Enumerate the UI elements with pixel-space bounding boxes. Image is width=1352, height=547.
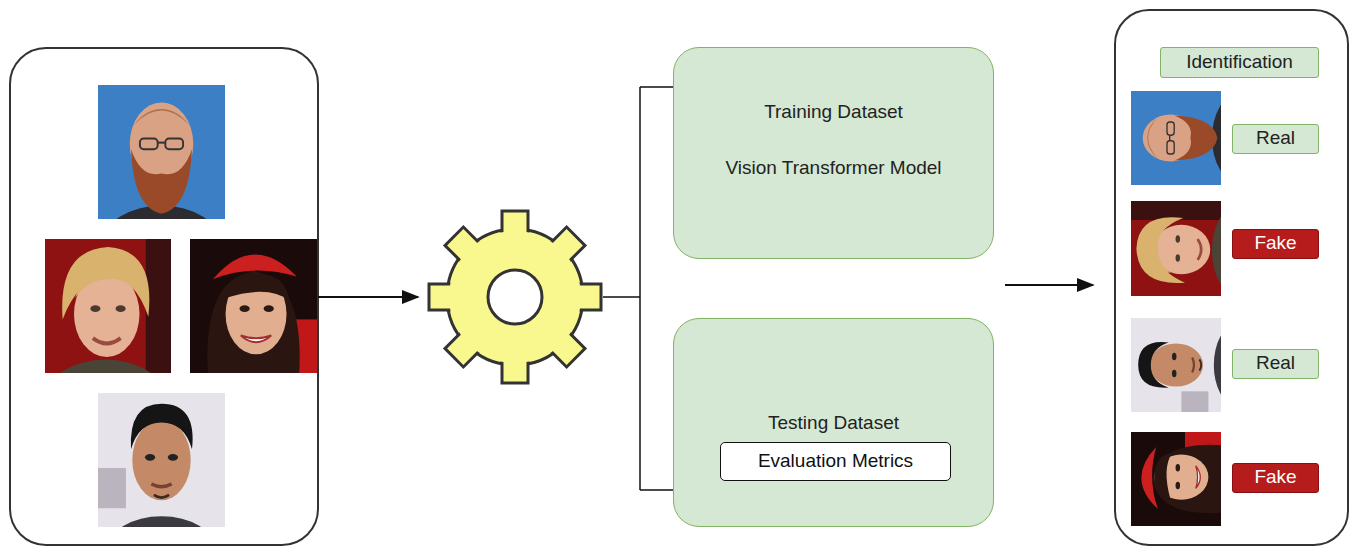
node-text: Vision Transformer Model xyxy=(674,157,993,180)
result-label: Fake xyxy=(1232,463,1319,493)
node-text: Real xyxy=(1233,352,1318,375)
node-text: Testing Dataset xyxy=(674,412,993,435)
process-box: Training DatasetVision Transformer Model xyxy=(673,47,994,259)
gear-symbol xyxy=(429,211,601,383)
heading-box: Identification xyxy=(1160,47,1319,78)
result-label: Fake xyxy=(1232,229,1319,259)
face-photo xyxy=(1131,432,1221,526)
result-label: Real xyxy=(1232,349,1319,379)
node-text: Real xyxy=(1233,127,1318,150)
face-photo xyxy=(190,239,317,373)
node-text: Fake xyxy=(1233,466,1318,489)
metric-box: Evaluation Metrics xyxy=(720,442,951,481)
flow-arrow xyxy=(1005,284,1093,286)
node-text: Training Dataset xyxy=(674,101,993,124)
node-text: Identification xyxy=(1161,51,1318,74)
flow-arrow xyxy=(318,296,418,298)
node-text: Fake xyxy=(1233,232,1318,255)
process-box: Evaluation Metrics Testing Dataset xyxy=(673,318,994,527)
result-label: Real xyxy=(1232,124,1319,154)
node-text: Evaluation Metrics xyxy=(721,450,950,473)
bracket-line xyxy=(603,87,680,490)
output-panel xyxy=(1115,10,1348,545)
face-photo xyxy=(98,393,225,547)
